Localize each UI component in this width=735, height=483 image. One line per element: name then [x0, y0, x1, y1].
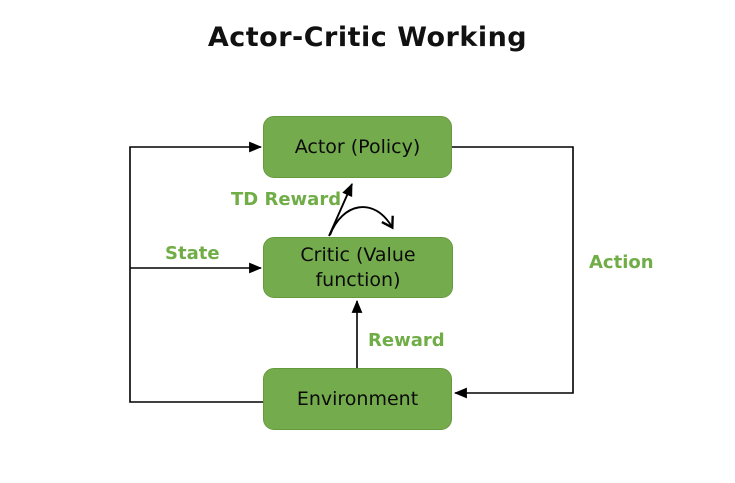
critic-self-loop-arrow — [329, 206, 394, 236]
diagram-title: Actor-Critic Working — [207, 22, 528, 53]
td-reward-label: TD Reward — [231, 189, 342, 210]
critic-node-label: Critic (Value function) — [300, 244, 416, 291]
critic-node: Critic (Value function) — [263, 237, 453, 298]
actor-to-env-action-connector — [452, 146, 574, 399]
actor-node: Actor (Policy) — [263, 116, 452, 178]
environment-node: Environment — [263, 368, 452, 430]
env-to-actor-connector — [129, 141, 263, 403]
actor-node-label: Actor (Policy) — [294, 135, 421, 158]
state-label: State — [165, 243, 220, 264]
reward-label: Reward — [368, 330, 445, 351]
environment-node-label: Environment — [296, 387, 419, 410]
action-label: Action — [589, 252, 654, 273]
